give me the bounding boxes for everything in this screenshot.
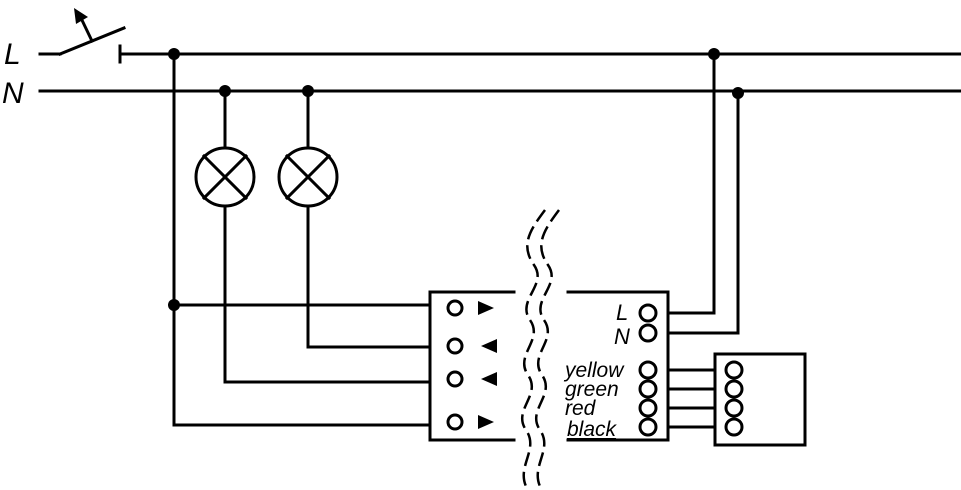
module-live-feed-wire [666,52,716,315]
output-arrow-icon [478,415,494,429]
terminal-icon [724,379,744,399]
terminal-icon [638,398,658,418]
terminal-icon [446,413,464,431]
terminal-icon [638,360,658,380]
main-switch [38,8,126,64]
input-arrow-icon [481,372,497,386]
control-module-left [428,290,516,442]
wire-color-label-yellow: yellow [563,359,625,382]
input-arrow-icon [481,339,497,353]
lamp-1-return-wire [223,204,432,384]
module-neutral-feed-wire [666,91,740,335]
module-neutral-label: N [614,324,630,349]
lamp-2 [277,89,432,349]
terminal-icon [724,360,744,380]
live-feed-wire [172,52,432,427]
terminal-icon [638,417,658,437]
connector-box [713,352,807,447]
wire-color-label-red: red [565,397,597,420]
terminal-icon [446,299,464,317]
switch-arrow-icon [74,8,88,24]
terminal-icon [724,398,744,418]
module-live-label: L [616,300,628,325]
break-line [520,209,547,490]
right-module-box [566,290,670,442]
terminal-icon [446,370,464,388]
control-module-right: L N yellow green red black [563,290,670,442]
terminal-icon [446,337,464,355]
lamp-1 [194,89,432,384]
connector-block [666,352,807,447]
left-module-box [428,290,516,442]
wire-color-label-black: black [567,418,618,441]
terminal-icon [724,417,744,437]
terminal-icon [638,303,658,323]
neutral-line-label: N [2,77,24,110]
lamp-2-return-wire [306,204,432,349]
wire-color-label-green: green [565,378,619,401]
terminal-icon [638,323,658,343]
output-arrow-icon [478,301,494,315]
live-line-label: L [4,38,21,71]
break-line [534,209,561,490]
terminal-icon [638,379,658,399]
